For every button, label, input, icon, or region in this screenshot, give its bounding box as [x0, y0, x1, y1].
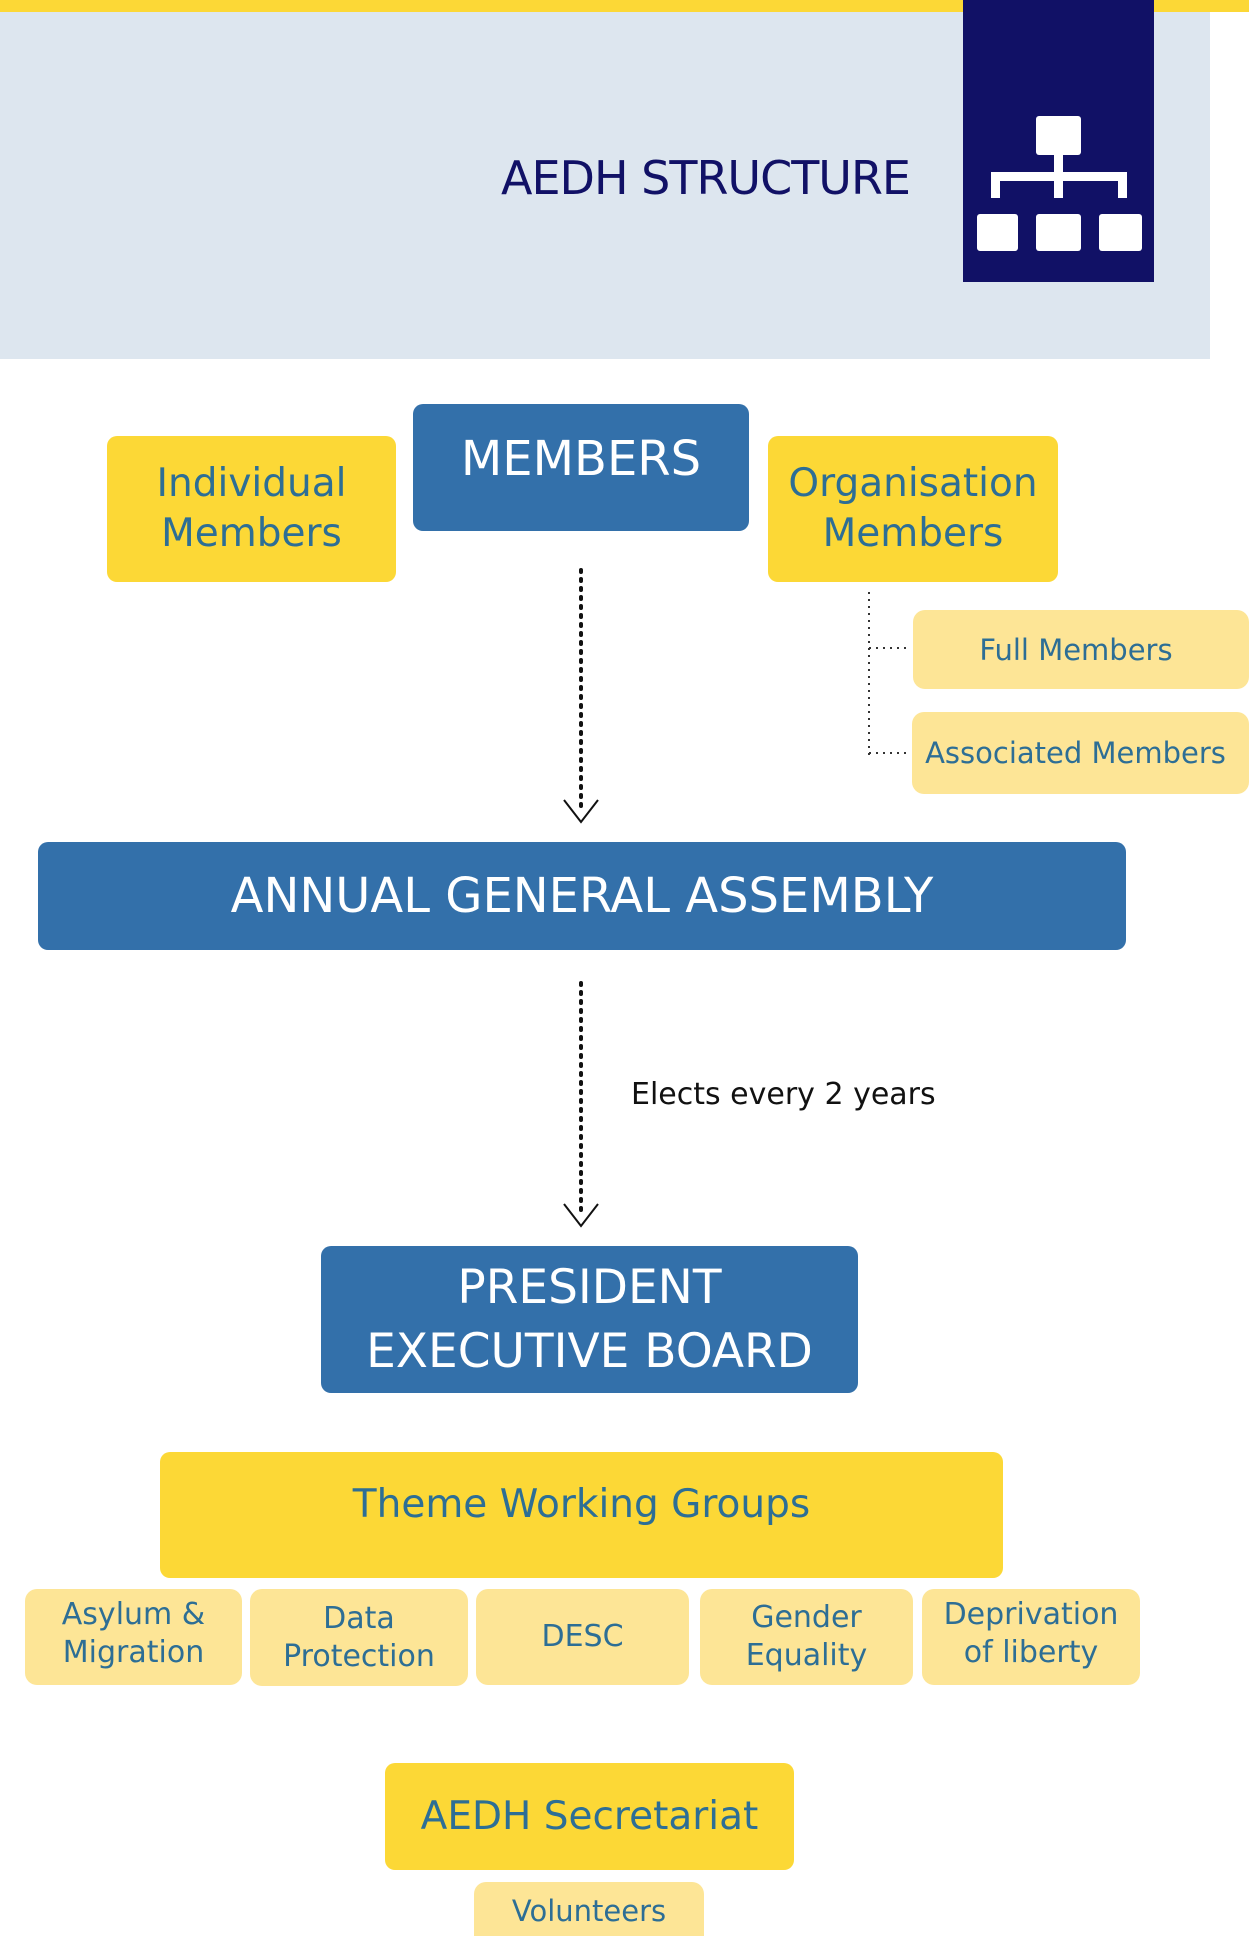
aedh-secretariat-label: AEDH Secretariat	[420, 1793, 759, 1839]
members-to-assembly-arrowhead	[563, 799, 599, 824]
working-group-gender-equality-label: Gender Equality	[745, 1600, 868, 1673]
working-group-asylum-migration-label: Asylum & Migration	[61, 1597, 206, 1670]
volunteers-label: Volunteers	[511, 1894, 667, 1928]
icon-mid-node	[1036, 214, 1081, 251]
members-box: MEMBERS	[413, 404, 749, 531]
working-group-data-protection-label: Data Protection	[283, 1600, 435, 1674]
working-group-deprivation-of-liberty: Deprivation of liberty	[922, 1589, 1140, 1685]
annual-general-assembly-label: ANNUAL GENERAL ASSEMBLY	[230, 868, 934, 924]
president-executive-board-box: PRESIDENT EXECUTIVE BOARD	[321, 1246, 858, 1393]
working-group-desc: DESC	[476, 1589, 689, 1685]
theme-working-groups-label: Theme Working Groups	[352, 1482, 811, 1527]
associated-members-label: Associated Members	[925, 736, 1226, 770]
volunteers-box: Volunteers	[474, 1882, 704, 1936]
icon-stem	[1054, 154, 1063, 176]
members-label: MEMBERS	[460, 430, 702, 487]
top-accent-bar	[0, 0, 1249, 12]
individual-members-label: Individual Members	[156, 461, 347, 556]
full-members-label: Full Members	[979, 632, 1173, 667]
assembly-to-board-arrowhead	[563, 1203, 599, 1228]
icon-right-node	[1099, 214, 1142, 251]
page-title: AEDH STRUCTURE	[500, 151, 911, 205]
working-group-desc-label: DESC	[541, 1619, 624, 1654]
full-members-box: Full Members	[913, 610, 1249, 689]
organisation-members-label: Organisation Members	[788, 461, 1038, 556]
icon-top-node	[1036, 116, 1081, 155]
working-group-data-protection: Data Protection	[250, 1589, 468, 1686]
working-group-gender-equality: Gender Equality	[700, 1589, 913, 1685]
aedh-secretariat-box: AEDH Secretariat	[385, 1763, 794, 1870]
icon-left-drop	[991, 172, 1000, 198]
organisation-members-box: Organisation Members	[768, 436, 1058, 582]
associated-members-box: Associated Members	[912, 712, 1249, 794]
president-executive-board-label: PRESIDENT EXECUTIVE BOARD	[366, 1259, 813, 1379]
working-group-asylum-migration: Asylum & Migration	[25, 1589, 242, 1685]
icon-mid-drop	[1054, 172, 1063, 198]
icon-right-drop	[1118, 172, 1127, 198]
elects-every-2-years-note: Elects every 2 years	[631, 1077, 936, 1112]
theme-working-groups-box: Theme Working Groups	[160, 1452, 1003, 1578]
annual-general-assembly-box: ANNUAL GENERAL ASSEMBLY	[38, 842, 1126, 950]
org-chart-icon	[963, 0, 1154, 282]
working-group-deprivation-of-liberty-label: Deprivation of liberty	[943, 1597, 1119, 1670]
individual-members-box: Individual Members	[107, 436, 396, 582]
icon-left-node	[977, 214, 1018, 251]
